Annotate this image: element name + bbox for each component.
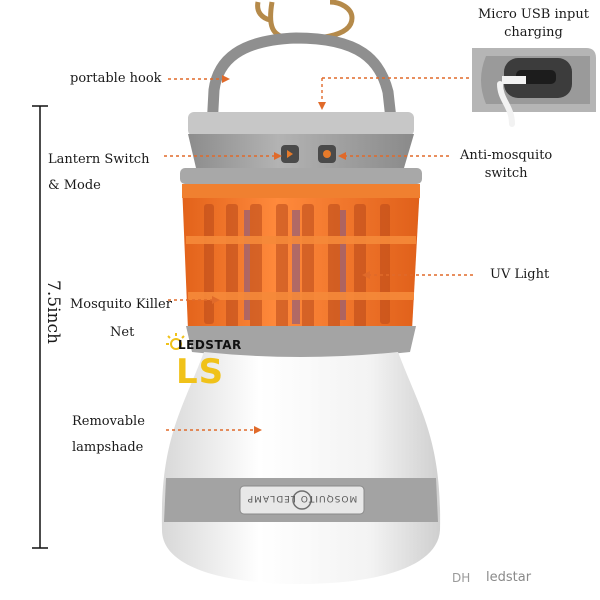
label-net-line2: Net [110,325,135,340]
ledstar-logo [166,333,185,350]
anti-mosquito-switch-button[interactable] [318,145,336,163]
arrow-heads [212,75,370,434]
logo-monogram: LS [176,352,225,392]
usb-port-inset [472,48,596,127]
band-text: MOSQUITO LEDLAMP [246,493,358,503]
mosquito-killer-net [182,184,420,337]
label-lantern-switch: Lantern Switch & Mode [48,147,149,199]
dhgate-watermark-icon: DH [452,571,470,585]
hanging-handle [206,32,398,134]
dimension-label: 7.5inch [43,280,63,344]
band-badge [239,485,365,515]
svg-text:DH: DH [452,571,470,585]
label-net-line1: Mosquito Killer [70,297,172,312]
removable-lampshade [161,352,441,584]
label-lantern-switch-line2: & Mode [48,178,101,193]
lantern-switch-button[interactable] [281,145,299,163]
label-uv-light-text: UV Light [490,267,550,282]
label-uv-light: UV Light [490,266,549,284]
label-anti-mosquito-line1: Anti-mosquito [460,148,553,163]
top-cap [180,112,422,184]
logo-brand-text: LEDSTAR [178,338,242,352]
label-micro-usb-line1: Micro USB input [478,7,589,22]
label-shade-line2: lampshade [72,440,144,455]
watermark-text: ledstar [486,570,532,585]
middle-collar [186,326,416,358]
label-micro-usb-line2: charging [504,25,563,40]
label-portable-hook-text: portable hook [70,71,162,86]
label-shade-line1: Removable [72,414,145,429]
label-removable-lampshade: Removable lampshade [72,409,145,461]
label-anti-mosquito: Anti-mosquito switch [460,147,552,183]
uv-light-tube [244,210,346,324]
label-lantern-switch-line1: Lantern Switch [48,152,150,167]
label-mosquito-killer-net: Mosquito Killer Net [70,291,172,347]
label-anti-mosquito-line2: switch [484,166,528,181]
label-micro-usb: Micro USB input charging [478,6,589,42]
callout-arrows [164,77,476,431]
label-portable-hook: portable hook [70,70,162,88]
height-dimension-line [32,105,48,549]
